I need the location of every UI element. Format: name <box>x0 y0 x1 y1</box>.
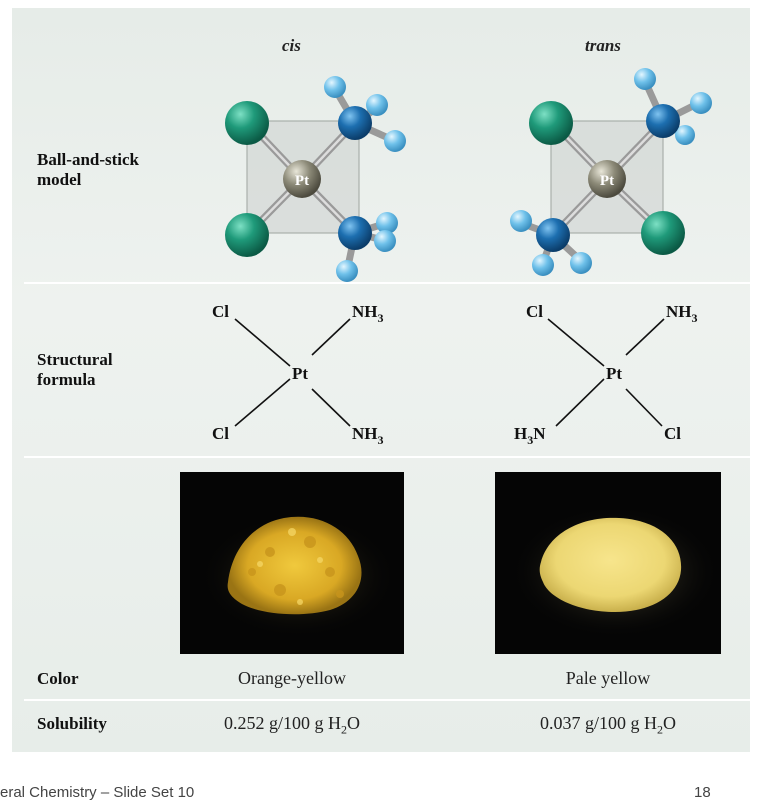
trans-ball-stick-model: Pt <box>510 68 712 276</box>
trans-header: trans <box>585 36 621 55</box>
svg-text:NH3: NH3 <box>352 424 384 447</box>
svg-text:Pt: Pt <box>606 364 622 383</box>
color-label: Color <box>37 669 79 688</box>
svg-text:Cl: Cl <box>526 302 543 321</box>
cis-powder-photo <box>180 472 404 654</box>
comparison-panel: cis trans Ball-and-stick model <box>12 8 750 752</box>
row-divider-3 <box>24 699 750 701</box>
ball-stick-label: Ball-and-stick model <box>37 150 140 189</box>
footer-title: eral Chemistry – Slide Set 10 <box>0 784 195 801</box>
trans-solubility-value: 0.037 g/100 g H2O <box>540 713 676 737</box>
svg-text:Pt: Pt <box>292 364 308 383</box>
cis-pt-label: Pt <box>295 173 309 189</box>
svg-text:NH3: NH3 <box>666 302 698 325</box>
svg-text:Cl: Cl <box>212 302 229 321</box>
cis-header: cis <box>282 36 301 55</box>
trans-pt-label: Pt <box>600 173 614 189</box>
svg-text:Cl: Cl <box>664 424 681 443</box>
row-divider-1 <box>24 282 750 284</box>
solubility-label: Solubility <box>37 714 107 733</box>
svg-text:NH3: NH3 <box>352 302 384 325</box>
trans-powder-photo <box>495 472 721 654</box>
cis-color-value: Orange-yellow <box>238 668 346 688</box>
svg-text:H3N: H3N <box>514 424 546 447</box>
trans-structural-formula: Cl NH3 Pt H3N Cl <box>514 302 698 447</box>
cis-solubility-value: 0.252 g/100 g H2O <box>224 713 360 737</box>
page-number: 18 <box>694 784 711 801</box>
structural-formula-label: Structural formula <box>37 350 113 389</box>
cis-ball-stick-model: Pt <box>225 76 406 282</box>
svg-text:Cl: Cl <box>212 424 229 443</box>
row-divider-2 <box>24 456 750 458</box>
trans-color-value: Pale yellow <box>565 668 651 688</box>
cis-structural-formula: Cl NH3 Pt Cl NH3 <box>212 302 384 447</box>
